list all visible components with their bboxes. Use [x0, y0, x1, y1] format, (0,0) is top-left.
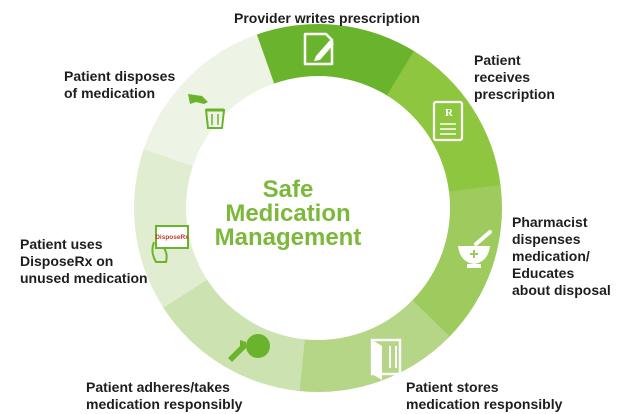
- step-label-pharmacist-dispenses: Pharmacist dispenses medication/ Educate…: [512, 214, 611, 298]
- ring-segment-3: [411, 185, 503, 338]
- ring-segment-2: [386, 50, 501, 193]
- ring-segment-5: [162, 278, 305, 392]
- ring-segment-1: [255, 23, 416, 97]
- medicine-cabinet-icon: [370, 338, 402, 380]
- document-pen-icon: [303, 32, 334, 66]
- step-label-patient-adheres: Patient adheres/takes medication respons…: [86, 379, 243, 412]
- center-title: Safe Medication Management: [214, 176, 362, 251]
- mortar-pestle-icon: [458, 230, 492, 268]
- step-label-patient-receives-prescription: Patient receives prescription: [474, 52, 555, 102]
- step-label-patient-uses-disposerx: Patient uses DisposeRx on unused medicat…: [20, 236, 148, 286]
- hand-trash-icon: [188, 94, 226, 129]
- step-label-patient-disposes: Patient disposes of medication: [64, 68, 176, 101]
- ring-segment-7: [143, 34, 275, 166]
- svg-text:R: R: [445, 107, 454, 119]
- step-label-provider-writes-prescription: Provider writes prescription: [234, 10, 420, 26]
- disposerx-packet-icon: DisposeRx: [151, 225, 189, 263]
- prescription-pad-icon: R: [432, 100, 464, 142]
- step-label-patient-stores-medication: Patient stores medication responsibly: [406, 379, 563, 412]
- svg-text:DisposeRx: DisposeRx: [155, 234, 189, 241]
- patient-taking-pill-icon: [228, 334, 270, 362]
